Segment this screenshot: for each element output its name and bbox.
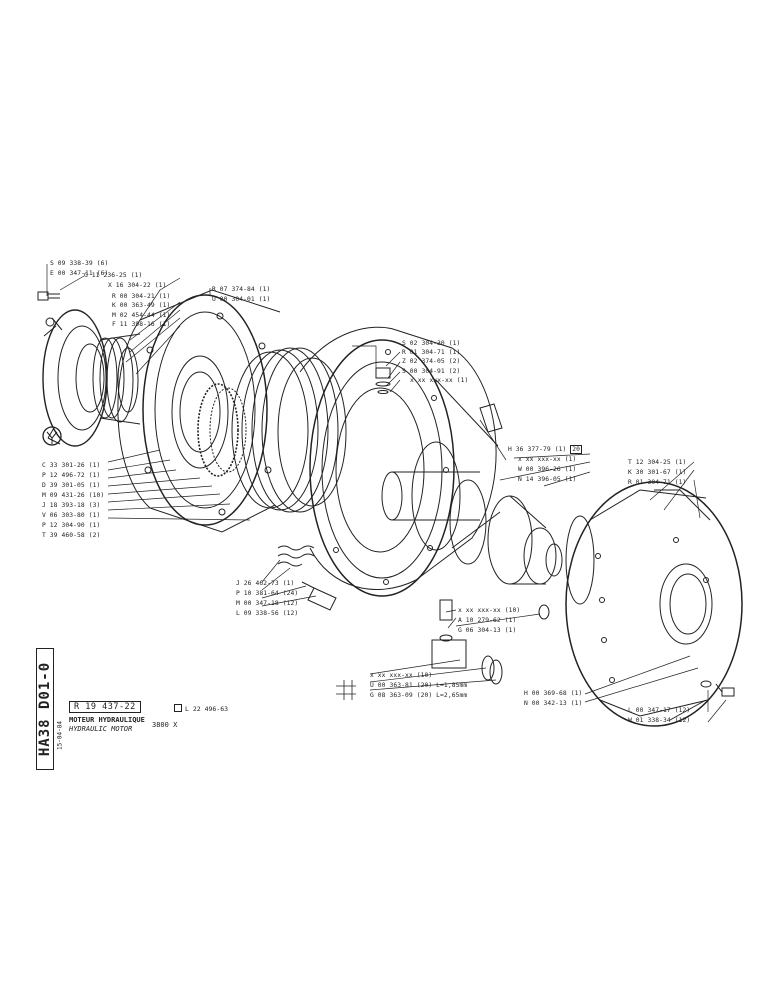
title-en: HYDRAULIC MOTOR xyxy=(69,725,133,733)
callout-g08363: G 08 363-09 (20) L=2,65mm xyxy=(370,692,468,699)
callout-m02454: M 02 454-44 (1) xyxy=(112,312,171,319)
callout-m09431: M 09 431-26 (10) xyxy=(42,492,105,499)
callout-xxx-mid: x xx xxx-xx (1) xyxy=(518,456,577,463)
shim-thickness-marker xyxy=(336,680,356,700)
callout-s00304: S 00 304-91 (2) xyxy=(402,368,461,375)
callout-n00342: N 00 342-13 (1) xyxy=(524,700,583,707)
callout-a10279: A 10 279-62 (1) xyxy=(458,617,517,624)
shaft-hub xyxy=(381,441,563,585)
drawing-ref: R 19 437-22 xyxy=(69,701,141,713)
callout-k00363: K 00 363-49 (1) xyxy=(112,302,171,309)
sheet-date-box: 15-04-84 xyxy=(56,706,64,766)
flanged-housing xyxy=(117,289,281,533)
callout-e00347: E 00 347-11 (6) xyxy=(50,270,109,277)
top-plug xyxy=(375,367,391,394)
alt-ref-box-icon xyxy=(174,704,182,712)
callout-x16304: X 16 304-22 (1) xyxy=(108,282,167,289)
callout-xxx-valve: x xx xxx-xx (10) xyxy=(458,607,521,614)
small-seal xyxy=(538,604,550,620)
sheet-code: HA38 D01-0 xyxy=(37,661,53,757)
callout-h36377: H 36 377-79 (1) 20 xyxy=(508,445,583,454)
callout-k30301: K 30 301-67 (1) xyxy=(628,469,687,476)
callout-r07374: R 07 374-84 (1) xyxy=(212,286,271,293)
callout-j18393: J 18 393-18 (3) xyxy=(42,502,101,509)
callout-p12304: P 12 304-90 (1) xyxy=(42,522,101,529)
right-cover xyxy=(565,481,743,727)
callout-c33301: C 33 301-26 (1) xyxy=(42,462,101,469)
callout-w01338: W 01 338-34 (12) xyxy=(628,717,691,724)
callout-h00369: H 00 369-68 (1) xyxy=(524,690,583,697)
alt-ref: L 22 496-63 xyxy=(174,704,228,713)
boxed-qty: 20 xyxy=(570,445,583,454)
callout-n14396: N 14 396-05 (1) xyxy=(518,476,577,483)
sheet-code-box: HA38 D01-0 xyxy=(36,648,54,770)
bolt-l09338 xyxy=(301,581,337,611)
bolt-s09338 xyxy=(37,291,60,301)
callout-u00304: U 00 304-01 (1) xyxy=(212,296,271,303)
callout-p10381: P 10 381-64 (24) xyxy=(236,590,299,597)
alt-ref-text: L 22 496-63 xyxy=(185,705,229,713)
sheet-date: 15-04-84 xyxy=(56,721,64,750)
leader-lines xyxy=(46,264,727,723)
callout-l09338: L 09 338-56 (12) xyxy=(236,610,299,617)
left-seal-rings xyxy=(92,333,141,425)
model-number: 3800 X xyxy=(152,721,178,729)
callout-t39460: T 39 460-58 (2) xyxy=(42,532,101,539)
callout-s02304: S 02 304-30 (1) xyxy=(402,340,461,347)
small-bracket xyxy=(479,403,503,433)
callout-u00363: U 00 363-81 (20) L=1,85mm xyxy=(370,682,468,689)
valve-block xyxy=(431,599,503,685)
callout-g11236: G 11 236-25 (1) xyxy=(84,272,143,279)
seal-ring-right xyxy=(565,515,595,605)
plug-icon xyxy=(42,426,62,446)
callout-r01304-right: R 01 304-71 (1) xyxy=(628,479,687,486)
title-fr: MOTEUR HYDRAULIQUE xyxy=(69,716,145,724)
callout-d39301: D 39 301-05 (1) xyxy=(42,482,101,489)
callout-xxx-low: x xx xxx-xx (10) xyxy=(370,672,433,679)
callout-r00304-21: R 00 304-21 (1) xyxy=(112,293,171,300)
callout-v06303: V 06 303-80 (1) xyxy=(42,512,101,519)
drawing-ref-text: R 19 437-22 xyxy=(69,701,141,713)
callout-p12496: P 12 496-72 (1) xyxy=(42,472,101,479)
left-end-cap xyxy=(42,309,108,447)
main-housing xyxy=(299,326,501,597)
gear-disc xyxy=(197,383,247,477)
callout-r01304-top: R 01 304-71 (1) xyxy=(402,349,461,356)
callout-w00396: W 00 396-26 (1) xyxy=(518,466,577,473)
callout-h36377-text: H 36 377-79 (1) xyxy=(508,446,567,453)
bolt-w01338 xyxy=(700,680,735,697)
callout-m00347: M 00 347-18 (12) xyxy=(236,600,299,607)
callout-g06304: G 06 304-13 (1) xyxy=(458,627,517,634)
callout-s09338: S 09 338-39 (6) xyxy=(50,260,109,267)
callout-l00347: L 00 347-17 (12) xyxy=(628,707,691,714)
callout-f11398: F 11 398-16 (1) xyxy=(112,321,171,328)
callout-z02374: Z 02 374-05 (2) xyxy=(402,358,461,365)
callout-xxx-top: x xx xxx-xx (1) xyxy=(410,377,469,384)
callout-j26462: J 26 462-73 (1) xyxy=(236,580,295,587)
piston-ring-stack xyxy=(231,347,347,513)
callout-t12304: T 12 304-25 (1) xyxy=(628,459,687,466)
spring xyxy=(277,545,315,567)
